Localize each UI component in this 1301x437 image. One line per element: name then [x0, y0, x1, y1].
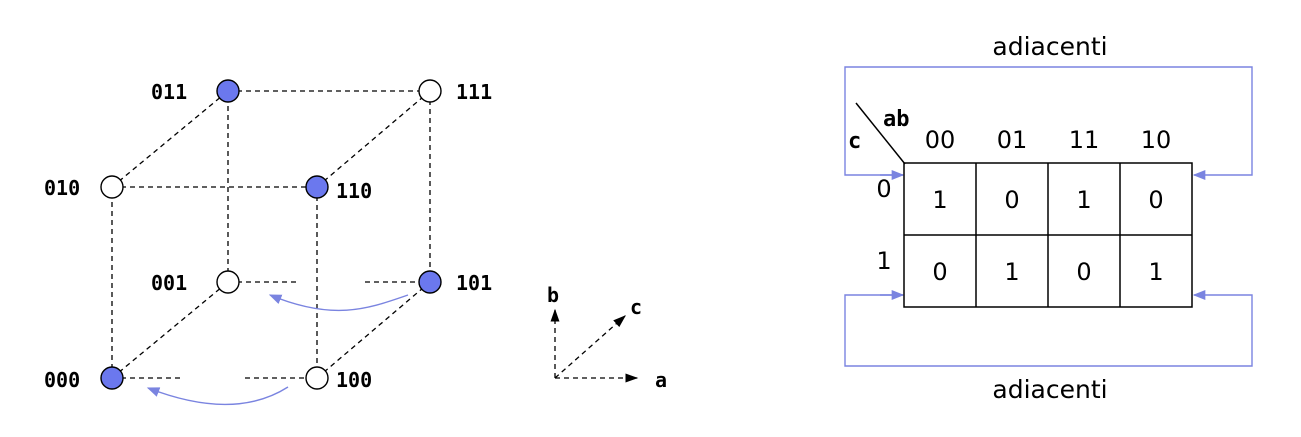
- edge-010-011: [111, 90, 229, 188]
- kmap-top-adjacency-label: adiacenti: [992, 32, 1107, 61]
- kmap-col-header-10: 10: [1141, 126, 1172, 154]
- kmap-cell-r0-c1: 0: [1004, 186, 1019, 214]
- axis-c-label: c: [630, 295, 642, 319]
- vertex-110-active: [305, 175, 329, 199]
- edge-110-111: [316, 90, 431, 188]
- kmap-row-headers: 01: [876, 175, 891, 275]
- axis-c-arrow: [554, 315, 626, 379]
- axes-indicator: b a c: [547, 283, 667, 392]
- kmap-cell-r1-c1: 1: [1004, 258, 1019, 286]
- kmap-cell-r0-c2: 1: [1076, 186, 1091, 214]
- kmap-col-header-11: 11: [1069, 126, 1100, 154]
- adjacency-arrow-100-000: [146, 386, 289, 406]
- axis-b-label: b: [547, 283, 559, 307]
- vertex-001: [216, 270, 240, 294]
- vertex-label-101: 101: [456, 271, 492, 295]
- vertex-label-110: 110: [336, 179, 372, 203]
- adjacency-arrow-101-001: [268, 294, 409, 312]
- kmap-corner-diagonal: [855, 102, 906, 165]
- kmap-col-header-01: 01: [997, 126, 1028, 154]
- vertex-100: [305, 366, 329, 390]
- vertex-111: [418, 79, 442, 103]
- kmap-col-variable: ab: [883, 107, 910, 132]
- kmap-bottom-adjacency-label: adiacenti: [992, 375, 1107, 404]
- vertex-label-001: 001: [151, 271, 187, 295]
- kmap-row-variable: c: [848, 129, 861, 154]
- vertex-000-active: [100, 366, 124, 390]
- kmap-cell-r1-c0: 0: [932, 258, 947, 286]
- cube-vertices: 000 001 010 011 100 101 110 111: [44, 79, 492, 392]
- vertex-label-010: 010: [44, 176, 80, 200]
- kmap-row-header-1: 1: [876, 247, 891, 275]
- vertex-label-100: 100: [336, 368, 372, 392]
- vertex-label-000: 000: [44, 368, 80, 392]
- kmap-col-header-00: 00: [925, 126, 956, 154]
- kmap-cell-r0-c0: 1: [932, 186, 947, 214]
- kmap-cell-r1-c3: 1: [1148, 258, 1163, 286]
- kmap-cells: 1 0 1 0 0 1 0 1: [932, 186, 1163, 286]
- edge-100-101: [316, 281, 431, 379]
- kmap-bottom-adjacency-loop: [844, 289, 1253, 367]
- kmap-top-adjacency-loop: [844, 66, 1253, 181]
- boolean-cube: [111, 90, 431, 379]
- vertex-010: [100, 175, 124, 199]
- edge-000-001: [111, 281, 229, 379]
- vertex-011-active: [216, 79, 240, 103]
- vertex-101-active: [418, 270, 442, 294]
- vertex-label-111: 111: [456, 80, 492, 104]
- kmap-row-header-0: 0: [876, 175, 891, 203]
- kmap-column-headers: 00 01 11 10: [925, 126, 1172, 154]
- kmap-cell-r0-c3: 0: [1148, 186, 1163, 214]
- vertex-label-011: 011: [151, 80, 187, 104]
- axis-a-label: a: [655, 368, 667, 392]
- kmap-cell-r1-c2: 0: [1076, 258, 1091, 286]
